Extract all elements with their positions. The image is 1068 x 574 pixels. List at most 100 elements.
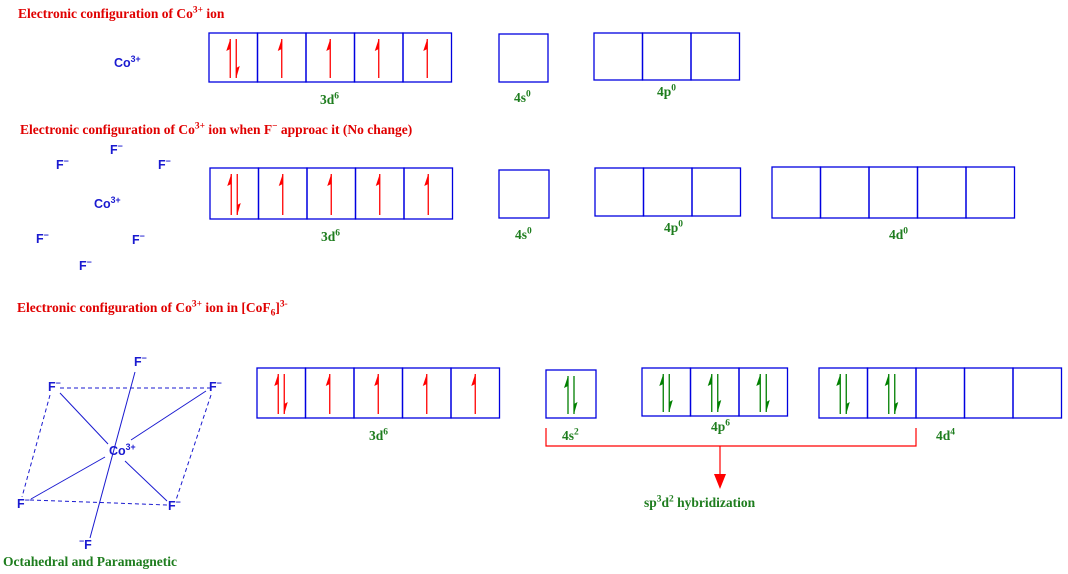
arrow-head bbox=[237, 203, 241, 215]
co-ion-label: Co3+ bbox=[94, 194, 121, 211]
arrow-head bbox=[659, 374, 664, 386]
arrow-head bbox=[471, 374, 476, 386]
orbital-box bbox=[256, 367, 307, 419]
arrow-head bbox=[374, 39, 379, 51]
title-f-approach: Electronic configuration of Co3+ ion whe… bbox=[20, 121, 413, 137]
co-ion-label: Co3+ bbox=[114, 53, 141, 70]
co-f-axial-bond bbox=[89, 371, 136, 539]
orbital-box bbox=[738, 367, 789, 417]
orbital-box bbox=[868, 166, 919, 219]
arrow-head bbox=[846, 402, 850, 414]
arrow-head bbox=[884, 374, 889, 386]
hybridization-bracket bbox=[545, 428, 917, 447]
fluoride-ion: F− bbox=[17, 494, 30, 511]
arrow-head bbox=[836, 374, 841, 386]
arrow-head bbox=[277, 39, 282, 51]
orbital-box bbox=[403, 167, 454, 220]
orbital-label-r2_4s: 4s0 bbox=[515, 226, 532, 242]
orbital-box bbox=[641, 32, 692, 81]
orbital-box bbox=[916, 166, 967, 219]
orbital-box bbox=[771, 166, 822, 219]
arrow-head bbox=[226, 39, 231, 51]
orbital-label-r2_4d: 4d0 bbox=[889, 226, 908, 242]
arrow-head bbox=[707, 374, 712, 386]
arrow-head bbox=[564, 376, 568, 388]
orbital-box bbox=[819, 166, 870, 219]
orbital-label-r1_4p: 4p0 bbox=[657, 83, 676, 99]
title-co3-config: Electronic configuration of Co3+ ion bbox=[18, 5, 225, 21]
arrow-head bbox=[669, 400, 673, 412]
arrow-head bbox=[327, 174, 332, 186]
fluoride-ion: F− bbox=[36, 229, 49, 246]
arrow-head bbox=[325, 374, 330, 386]
arrow-head bbox=[714, 474, 726, 489]
orbital-label-r3_4d: 4d4 bbox=[936, 427, 955, 443]
orbital-box bbox=[498, 33, 549, 83]
fluoride-ion: F− bbox=[79, 256, 92, 273]
geometry-conclusion: Octahedral and Paramagnetic bbox=[3, 554, 177, 569]
co-f-bond bbox=[124, 460, 168, 502]
fluoride-ion: F− bbox=[158, 155, 171, 172]
fluoride-ion-top: F− bbox=[134, 352, 147, 369]
orbital-box bbox=[866, 367, 917, 419]
co-f-bond bbox=[59, 392, 109, 445]
fluoride-ion: F− bbox=[48, 377, 61, 394]
orbital-box bbox=[209, 167, 260, 220]
orbital-box bbox=[545, 369, 597, 419]
arrow-head bbox=[756, 374, 761, 386]
fluoride-ion: F− bbox=[110, 140, 123, 157]
arrow-head bbox=[278, 174, 283, 186]
arrow-head bbox=[236, 66, 240, 78]
orbital-box bbox=[963, 367, 1014, 419]
orbital-box bbox=[965, 166, 1016, 219]
hybridization-label: sp3d2 hybridization bbox=[644, 494, 756, 510]
arrow-head bbox=[274, 374, 279, 386]
octahedron-edge bbox=[21, 394, 51, 498]
octahedron-edge bbox=[175, 394, 212, 501]
arrow-head bbox=[574, 402, 578, 414]
orbital-box bbox=[593, 32, 644, 81]
orbital-box bbox=[690, 32, 741, 81]
octahedron-edge bbox=[29, 499, 169, 506]
fluoride-ion-bottom: −F bbox=[79, 535, 92, 552]
orbital-label-r3_3d: 3d6 bbox=[369, 427, 388, 443]
title-cof6-config: Electronic configuration of Co3+ ion in … bbox=[17, 299, 288, 319]
orbital-box bbox=[498, 169, 550, 219]
arrow-head bbox=[717, 400, 722, 412]
arrow-head bbox=[894, 402, 899, 414]
orbital-label-r2_4p: 4p0 bbox=[664, 219, 683, 235]
orbital-label-r1_4s: 4s0 bbox=[514, 89, 531, 105]
arrow-head bbox=[284, 402, 288, 414]
orbital-box bbox=[818, 367, 869, 419]
arrow-head bbox=[326, 39, 331, 51]
arrow-head bbox=[424, 174, 429, 186]
arrow-head bbox=[423, 39, 428, 51]
orbital-label-r3_4p: 4p6 bbox=[711, 418, 730, 434]
co-ion-center: Co3+ bbox=[109, 441, 136, 458]
orbital-box bbox=[915, 367, 966, 419]
orbital-box bbox=[1012, 367, 1063, 419]
fluoride-ion: F− bbox=[209, 377, 222, 394]
arrow-head bbox=[227, 174, 232, 186]
orbital-label-r1_3d: 3d6 bbox=[320, 91, 339, 107]
co-f-bond bbox=[130, 390, 207, 441]
arrow-head bbox=[375, 174, 380, 186]
orbital-label-r3_4s: 4s2 bbox=[562, 427, 579, 443]
orbital-box bbox=[642, 167, 693, 217]
orbital-box bbox=[641, 367, 692, 417]
orbital-box bbox=[594, 167, 645, 217]
orbital-box bbox=[691, 167, 742, 217]
orbital-box bbox=[450, 367, 501, 419]
orbital-box bbox=[208, 32, 259, 83]
co-f-bond bbox=[30, 456, 106, 500]
arrow-head bbox=[374, 374, 379, 386]
arrow-head bbox=[766, 400, 770, 412]
orbital-label-r2_3d: 3d6 bbox=[321, 228, 340, 244]
orbital-box bbox=[402, 32, 453, 83]
arrow-head bbox=[422, 374, 427, 386]
fluoride-ion: F− bbox=[168, 496, 181, 513]
fluoride-ion: F− bbox=[132, 230, 145, 247]
fluoride-ion: F− bbox=[56, 155, 69, 172]
